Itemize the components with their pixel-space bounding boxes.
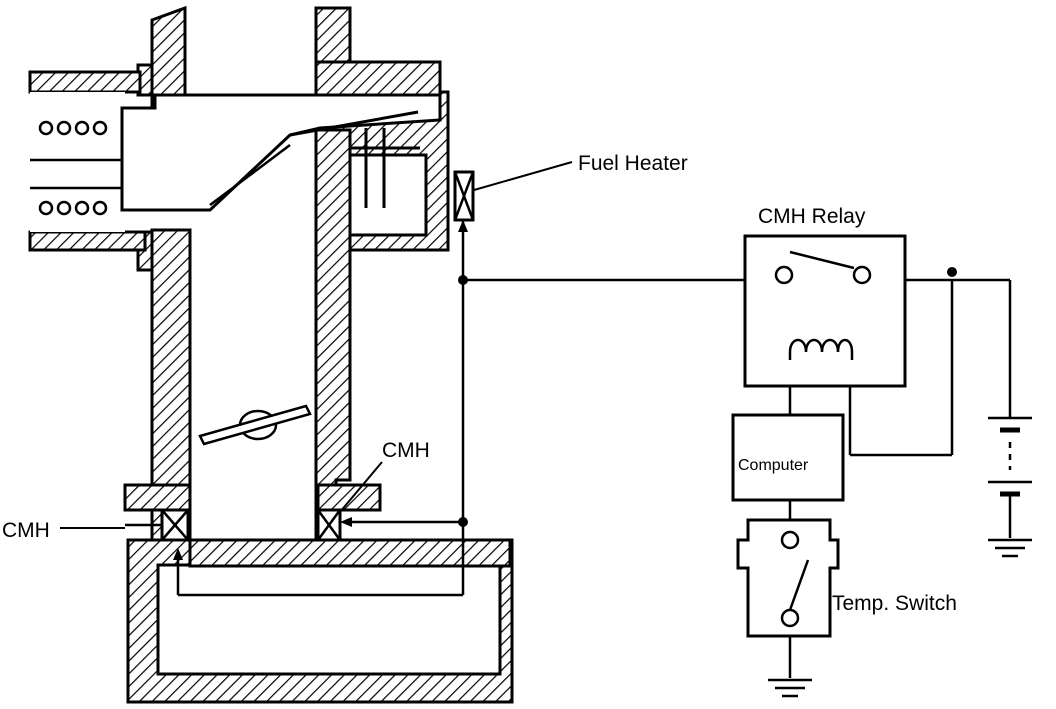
label-cmh-left: CMH	[2, 519, 50, 542]
throttle-plate	[198, 404, 312, 446]
cmh-relay	[743, 234, 907, 388]
manifold-cavity	[156, 563, 502, 676]
label-cmh-right: CMH	[382, 439, 430, 462]
cmh-right-element	[316, 508, 380, 542]
leader-lines	[60, 161, 573, 529]
cmh-left-collar	[123, 483, 192, 512]
relay-coil	[788, 338, 854, 360]
battery-symbol	[988, 416, 1032, 558]
inlet-coil	[38, 120, 108, 216]
label-cmh-relay: CMH Relay	[758, 205, 866, 228]
manifold-top-plate	[188, 538, 512, 568]
inlet-pipe	[30, 92, 125, 232]
junction-dots	[458, 267, 957, 527]
wiring	[176, 220, 1012, 678]
label-computer: Computer	[738, 457, 809, 474]
wire-arrows	[173, 220, 468, 560]
cmh-right-collar	[316, 483, 382, 512]
inlet-pipe-top	[28, 70, 142, 94]
cmh-left-element	[125, 508, 190, 542]
upper-right-wall	[314, 6, 352, 70]
computer-box	[731, 413, 845, 502]
temp-switch	[736, 518, 840, 638]
right-tube-wall	[314, 128, 352, 542]
inlet-pipe-bottom	[28, 230, 147, 252]
fuel-heater-element	[453, 170, 475, 222]
float-bowl-internals	[350, 128, 420, 208]
label-temp-switch: Temp. Switch	[832, 592, 957, 615]
label-fuel-heater: Fuel Heater	[578, 152, 688, 175]
ground-symbol-switch	[768, 678, 812, 698]
